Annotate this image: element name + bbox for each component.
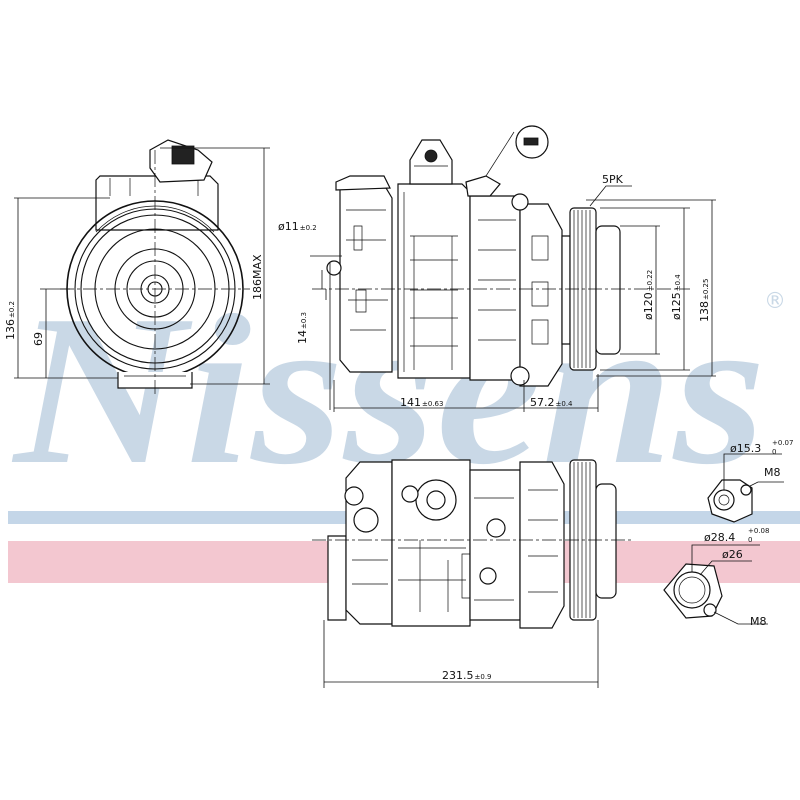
front-height-value: 136 (4, 319, 17, 340)
front-axis-height-label: 69 (32, 332, 45, 346)
port-large-inner-label: ø26 (722, 548, 743, 561)
side-clutch-plate (595, 225, 621, 355)
port-small-value: ø15.3 (730, 442, 761, 455)
top-view (312, 459, 632, 688)
front-view (14, 139, 270, 395)
side-main-body (397, 183, 471, 379)
registered-mark: ® (764, 289, 786, 314)
port-large-value: ø28.4 (704, 531, 735, 544)
svg-text:ø28.4: ø28.4 (704, 531, 735, 544)
svg-text:57.2±0.4: 57.2±0.4 (530, 396, 573, 409)
port-large-detail (663, 544, 768, 625)
side-view (310, 125, 716, 412)
port-large-bore (673, 571, 711, 609)
mount-offset-tol: ±0.3 (300, 312, 308, 329)
port-small-tol-down: 0 (772, 448, 776, 456)
belt-profile-label: 5PK (602, 173, 624, 186)
svg-text:141±0.63: 141±0.63 (400, 396, 443, 409)
svg-text:ø120±0.22: ø120±0.22 (642, 270, 655, 320)
mount-offset-value: 14 (296, 330, 309, 344)
body-length-value: 141 (400, 396, 421, 409)
front-housing-top (95, 175, 219, 231)
mount-hole-value: ø11 (278, 220, 299, 233)
side-mount-hole (326, 260, 342, 276)
svg-text:231.5±0.9: 231.5±0.9 (442, 669, 492, 682)
total-length-value: 231.5 (442, 669, 474, 682)
svg-text:ø11±0.2: ø11±0.2 (278, 220, 317, 233)
top-rear-cover (345, 461, 393, 625)
svg-text:138±0.25: 138±0.25 (698, 279, 711, 322)
svg-text:ø15.3: ø15.3 (730, 442, 761, 455)
pulley-offset-value: 57.2 (530, 396, 555, 409)
front-connector (171, 145, 195, 165)
side-rear-cover (339, 187, 393, 373)
pulley-d2-value: ø125 (670, 292, 683, 320)
port-small-tol-up: +0.07 (772, 439, 793, 447)
port-large-thread: M8 (750, 615, 767, 628)
pulley-d1-tol: ±0.22 (646, 270, 654, 291)
pulley-d3-value: 138 (698, 301, 711, 322)
pulley-offset-tol: ±0.4 (556, 400, 574, 408)
port-large-tol-up: +0.08 (748, 527, 769, 535)
port-small-detail (707, 453, 784, 523)
svg-text:14±0.3: 14±0.3 (296, 312, 309, 344)
pulley-d1-value: ø120 (642, 292, 655, 320)
port-large-tol-down: 0 (748, 536, 752, 544)
mount-hole-tol: ±0.2 (300, 224, 317, 232)
side-front-body (469, 195, 521, 381)
front-height-tol: ±0.2 (8, 301, 16, 318)
port-small-thread: M8 (764, 466, 781, 479)
body-length-tol: ±0.63 (422, 400, 443, 408)
total-length-tol: ±0.9 (475, 673, 492, 681)
pulley-d3-tol: ±0.25 (702, 279, 710, 300)
svg-text:ø125±0.4: ø125±0.4 (670, 274, 683, 320)
port-small-bore (713, 489, 735, 511)
pulley-d2-tol: ±0.4 (674, 274, 682, 292)
svg-text:136±0.2: 136±0.2 (4, 301, 17, 340)
front-max-height-label: 186MAX (251, 254, 264, 300)
